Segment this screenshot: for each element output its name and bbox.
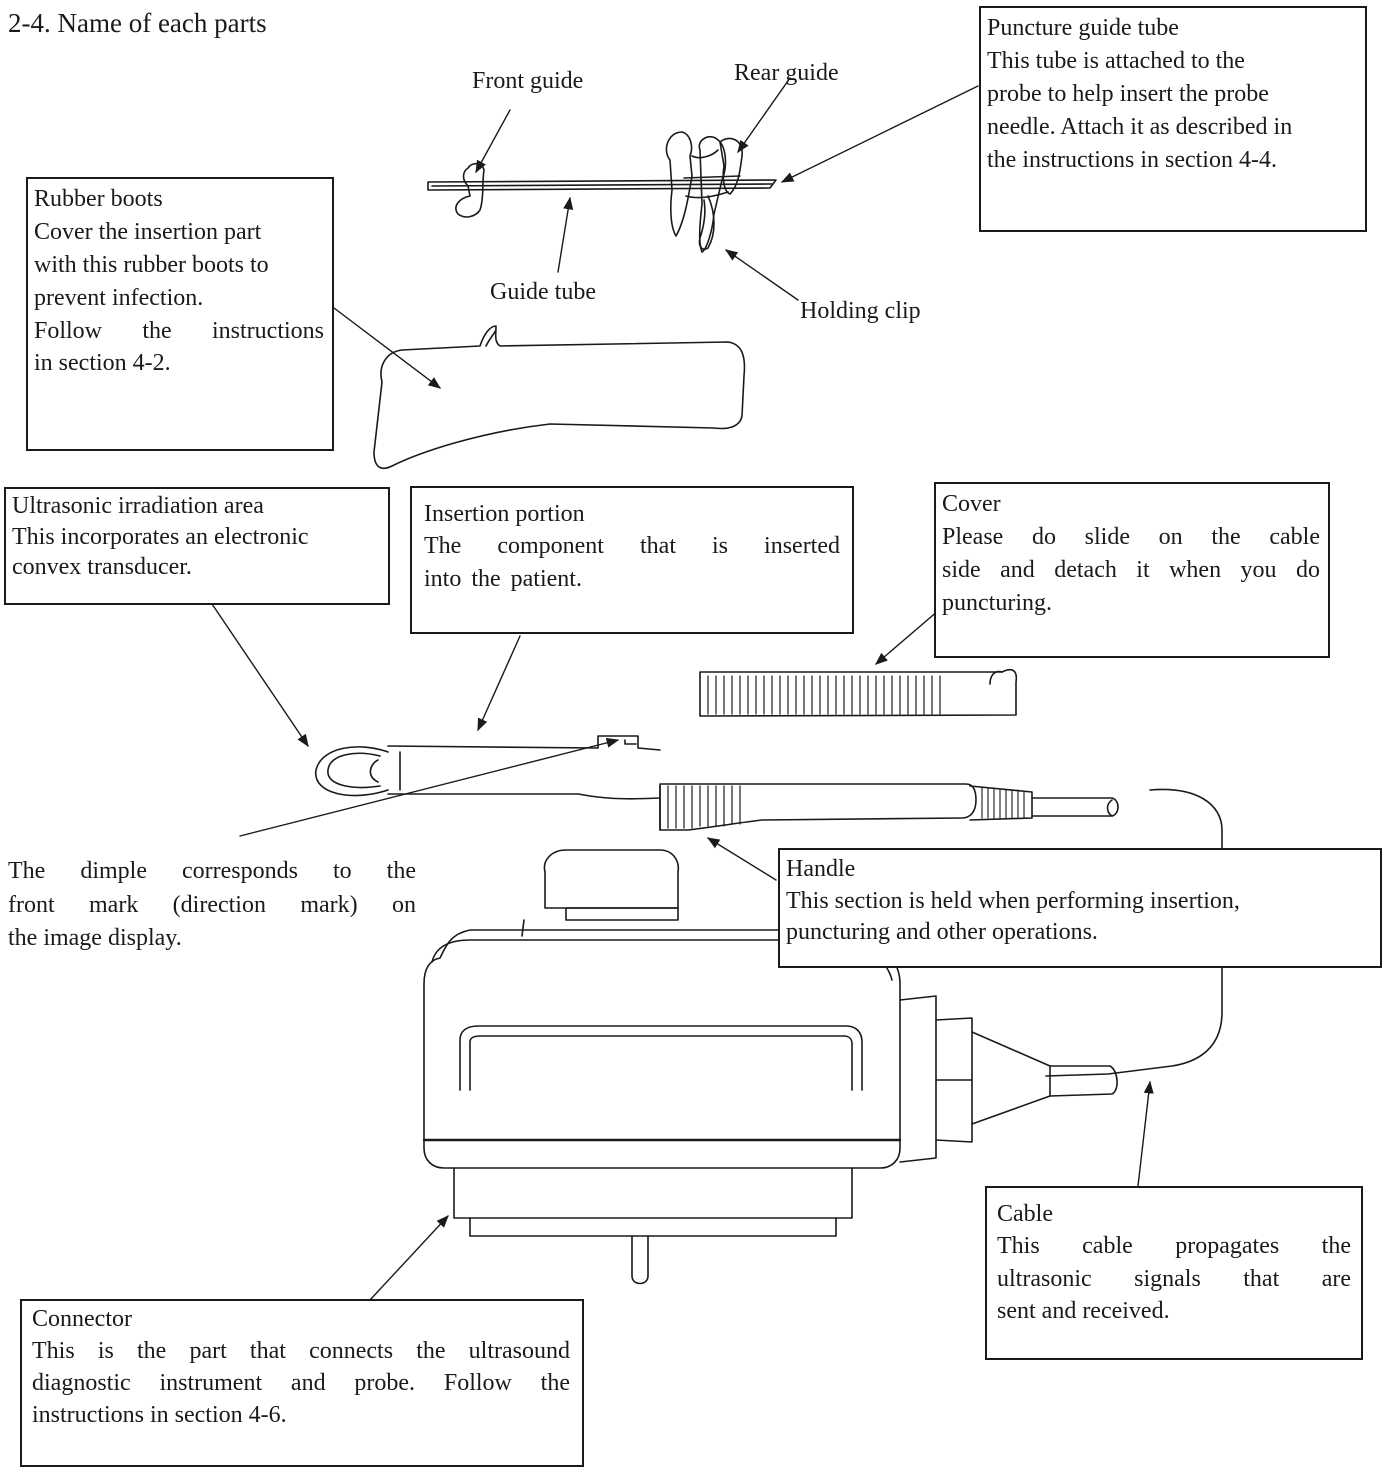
box-heading: Connector: [32, 1306, 132, 1332]
cover-box: Cover Please do slide on the cable side …: [934, 482, 1330, 658]
box-text: The component that is inserted: [424, 533, 840, 560]
box-text: convex transducer.: [12, 554, 192, 581]
box-text: puncturing and other operations.: [786, 919, 1098, 946]
leader-lines: [211, 77, 1154, 1301]
puncture-guide-tube-box: Puncture guide tube This tube is attache…: [979, 6, 1367, 232]
box-text: with this rubber boots to: [34, 251, 269, 278]
page-title: 2-4. Name of each parts: [8, 8, 267, 38]
box-text: ultrasonic signals that are: [997, 1265, 1351, 1292]
dimple-note-line: The dimple corresponds to the: [8, 858, 416, 884]
box-text: Please do slide on the cable: [942, 524, 1320, 551]
box-text: This section is held when performing ins…: [786, 887, 1240, 914]
box-text: diagnostic instrument and probe. Follow …: [32, 1370, 570, 1397]
box-heading: Insertion portion: [424, 501, 585, 527]
connector-box: Connector This is the part that connects…: [20, 1299, 584, 1467]
dimple-note: The dimple corresponds to the front mark…: [8, 855, 416, 956]
dimple-note-line: front mark (direction mark) on: [8, 891, 416, 918]
handle-box: Handle This section is held when perform…: [778, 848, 1382, 968]
insertion-portion-box: Insertion portion The component that is …: [410, 486, 854, 634]
holding-clip-label: Holding clip: [800, 298, 921, 324]
box-text: puncturing.: [942, 590, 1052, 617]
box-text: This is the part that connects the ultra…: [32, 1338, 570, 1365]
box-text: prevent infection.: [34, 284, 204, 311]
rear-guide-label: Rear guide: [734, 60, 839, 86]
cable-drawing: [1045, 788, 1223, 1077]
box-text: in section 4-2.: [34, 350, 171, 377]
box-text: the instructions in section 4-4.: [987, 147, 1277, 174]
cable-box: Cable This cable propagates the ultrason…: [985, 1186, 1363, 1360]
box-heading: Puncture guide tube: [987, 15, 1179, 41]
cover-drawing: [699, 668, 1018, 717]
rubber-boots-box: Rubber boots Cover the insertion part wi…: [26, 177, 334, 451]
box-text: probe to help insert the probe: [987, 81, 1269, 108]
box-heading: Cable: [997, 1201, 1053, 1227]
box-text: into the patient.: [424, 565, 582, 592]
ultrasonic-irradiation-area-box: Ultrasonic irradiation area This incorpo…: [4, 487, 390, 605]
front-guide-label: Front guide: [472, 68, 584, 94]
box-heading: Ultrasonic irradiation area: [12, 493, 264, 519]
box-heading: Handle: [786, 856, 856, 882]
rubber-boots-drawing: [373, 325, 746, 470]
box-text: This tube is attached to the: [987, 48, 1245, 75]
box-text: Follow the instructions: [34, 317, 324, 344]
probe-drawing: [315, 735, 1119, 831]
dimple-note-line: the image display.: [8, 925, 182, 952]
box-text: This incorporates an electronic: [12, 523, 309, 550]
puncture-guide-tube-drawing: [427, 131, 777, 253]
box-text: side and detach it when you do: [942, 557, 1320, 584]
guide-tube-label: Guide tube: [490, 279, 596, 305]
box-text: This cable propagates the: [997, 1233, 1351, 1260]
box-text: sent and received.: [997, 1298, 1170, 1325]
box-text: Cover the insertion part: [34, 218, 262, 245]
box-text: needle. Attach it as described in: [987, 114, 1293, 141]
box-heading: Cover: [942, 491, 1001, 517]
box-text: instructions in section 4-6.: [32, 1402, 287, 1429]
box-heading: Rubber boots: [34, 186, 163, 212]
